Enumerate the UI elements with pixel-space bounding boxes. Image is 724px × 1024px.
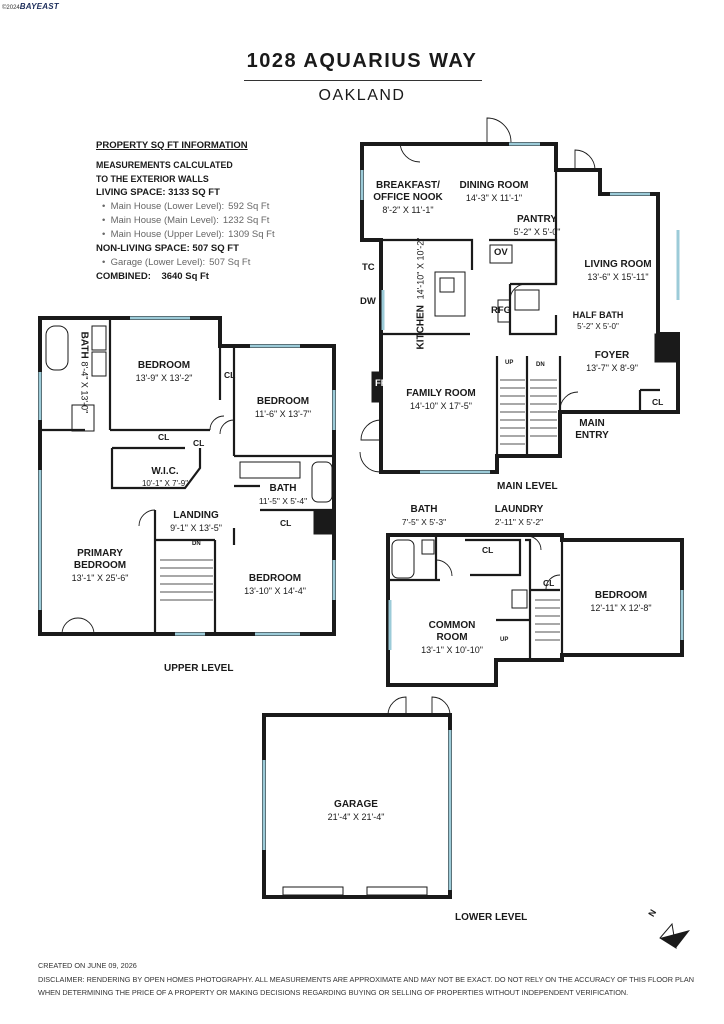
room-lower-bath: BATH 7'-5" X 5'-3" <box>401 504 447 527</box>
tag-closet: CL <box>158 432 170 442</box>
room-family: FAMILY ROOM 14'-10" X 17'-5" <box>406 388 476 411</box>
property-city: OAKLAND <box>318 87 406 104</box>
measure-note-1: MEASUREMENTS CALCULATED <box>96 160 233 170</box>
room-bedroom-2: BEDROOM 11'-6" X 13'-7" <box>254 396 312 419</box>
disclaimer-line-2: WHEN DETERMINING THE PRICE OF A PROPERTY… <box>38 988 629 997</box>
tag-closet: CL <box>482 545 494 555</box>
tag-closet: CL <box>280 518 292 528</box>
living-item: • Main House (Main Level):1232 Sq Ft <box>102 215 270 226</box>
tag-closet: CL <box>224 370 236 380</box>
tag-closet: CL <box>543 578 555 588</box>
upper-level-label: UPPER LEVEL <box>164 663 234 674</box>
room-dining: DINING ROOM 14'-3" X 11'-1" <box>459 180 529 203</box>
tag-trash-compactor: TC <box>362 262 375 273</box>
combined-total: COMBINED: 3640 Sq Ft <box>96 271 209 282</box>
room-half-bath: HALF BATH 5'-2" X 5'-0" <box>572 310 624 331</box>
disclaimer-line-1: DISCLAIMER: RENDERING BY OPEN HOMES PHOT… <box>38 975 695 984</box>
property-address-title: 1028 AQUARIUS WAY <box>246 50 478 72</box>
tag-refrigerator: RFG <box>491 305 512 316</box>
living-item: • Main House (Upper Level):1309 Sq Ft <box>102 229 275 240</box>
room-primary-bath: BATH 8'-4" X 13'-0" <box>78 331 90 414</box>
room-bedroom-1: BEDROOM 13'-9" X 13'-2" <box>135 360 193 383</box>
created-date: CREATED ON JUNE 09, 2026 <box>38 961 137 970</box>
lower-level-label: LOWER LEVEL <box>455 912 528 923</box>
room-foyer: FOYER 13'-7" X 8'-9" <box>586 350 638 373</box>
tag-stair-down: DN <box>192 541 201 547</box>
room-living: LIVING ROOM 13'-6" X 15'-11" <box>584 259 652 282</box>
compass-icon <box>659 922 690 950</box>
tag-stair-down: DN <box>536 362 545 368</box>
room-lower-bedroom: BEDROOM 12'-11" X 12'-8" <box>590 590 652 613</box>
room-primary-bedroom: PRIMARY BEDROOM 13'-1" X 25'-6" <box>71 548 129 583</box>
living-space-total: LIVING SPACE: 3133 SQ FT <box>96 187 220 198</box>
sqft-info-heading: PROPERTY SQ FT INFORMATION <box>96 140 248 151</box>
tag-oven: OV <box>494 247 508 258</box>
tag-closet: CL <box>652 397 664 407</box>
tag-dishwasher: DW <box>360 296 376 307</box>
room-pantry: PANTRY 5'-2" X 5'-0" <box>513 214 561 237</box>
tag-closet: CL <box>193 438 205 448</box>
main-entry-label: MAIN ENTRY <box>575 418 609 441</box>
tag-stair-up: UP <box>500 637 509 643</box>
measure-note-2: TO THE EXTERIOR WALLS <box>96 174 209 184</box>
nonliving-space-total: NON-LIVING SPACE: 507 SQ FT <box>96 243 239 254</box>
room-breakfast-nook: BREAKFAST/ OFFICE NOOK 8'-2" X 11'-1" <box>373 180 443 215</box>
main-level-label: MAIN LEVEL <box>497 481 558 492</box>
room-kitchen: KITCHEN 14'-10" X 10'-2" <box>415 237 427 350</box>
sqft-info-panel: PROPERTY SQ FT INFORMATION MEASUREMENTS … <box>96 139 336 284</box>
tag-fireplace: FP <box>375 378 388 389</box>
room-garage: GARAGE 21'-4" X 21'-4" <box>327 799 385 822</box>
living-item: • Main House (Lower Level):592 Sq Ft <box>102 201 270 212</box>
room-walk-in-closet: W.I.C. 10'-1" X 7'-9" <box>141 466 189 488</box>
room-landing: LANDING 9'-1" X 13'-5" <box>170 510 222 533</box>
room-hall-bath: BATH 11'-5" X 5'-4" <box>258 483 308 506</box>
tag-stair-up: UP <box>505 360 514 366</box>
room-common: COMMON ROOM 13'-1" X 10'-10" <box>421 620 483 655</box>
nonliving-item: • Garage (Lower Level):507 Sq Ft <box>102 257 251 268</box>
room-bedroom-3: BEDROOM 13'-10" X 14'-4" <box>244 573 306 596</box>
title-divider <box>244 80 482 81</box>
brand-watermark: ©2024BAYEAST <box>2 2 59 11</box>
room-laundry: LAUNDRY 2'-11" X 5'-2" <box>494 504 544 527</box>
